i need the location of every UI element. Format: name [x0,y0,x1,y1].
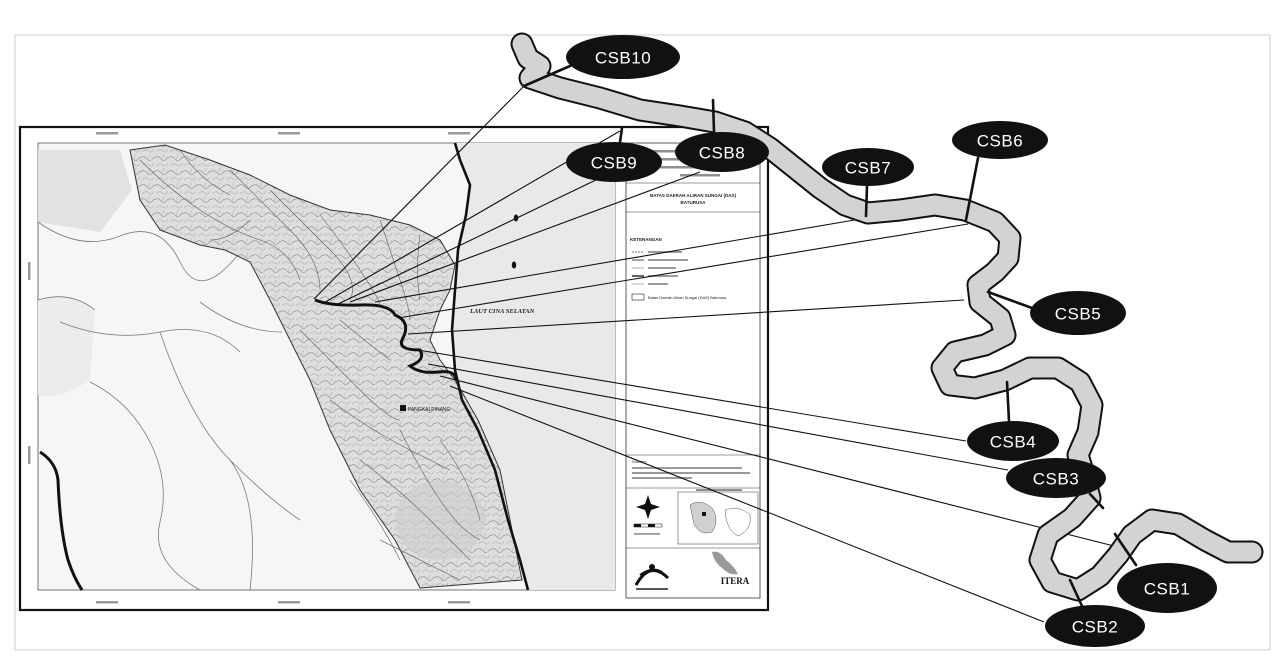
station-label-text: CSB9 [591,154,637,173]
station-badge [675,132,769,172]
land-region-shade [38,296,95,396]
station-label-csb10: CSB10 [566,35,680,79]
legend-title-line1: BATAS DAERAH ALIRAN SUNGAI (DAS) [650,193,736,198]
station-badge [1030,291,1126,335]
leader-csb7 [864,184,869,218]
station-badge [967,421,1059,461]
connector-csb7 [374,217,867,303]
island-silhouette [712,551,738,575]
city-label: PANGKALPINANG [408,407,451,413]
station-label-csb6: CSB6 [952,121,1048,159]
station-leader-lines [522,64,1138,608]
regional-boundaries [37,221,301,591]
station-label-text: CSB5 [1055,305,1101,324]
station-label-csb9: CSB9 [566,142,662,182]
watershed-dense-zone [395,480,485,560]
land-region-shade [38,150,132,232]
connector-csb2 [449,385,1045,623]
legend-title-line2: BATURUSA [681,200,707,205]
connector-csb4 [417,349,967,442]
station-label-text: CSB10 [595,49,651,68]
river-diagram [510,32,1264,602]
coastline-southwest [39,450,84,591]
logo-icon [634,564,670,590]
station-label-text: CSB1 [1144,580,1190,599]
institution-logo-text: ITERA [721,576,750,586]
station-label-csb5: CSB5 [1030,291,1126,335]
leader-csb3 [1088,492,1105,510]
station-label-text: CSB7 [845,159,891,178]
connector-csb8 [349,171,701,303]
station-label-text: CSB3 [1033,470,1079,489]
leader-csb10 [522,64,572,88]
station-connector-lines [313,85,1115,623]
station-badge [952,121,1048,159]
legend-heading: KETERANGAN [630,237,662,242]
connector-csb9b [335,177,601,306]
leader-csb4 [1005,380,1011,423]
island [511,261,517,269]
scale-bar [633,523,663,535]
station-label-text: CSB2 [1072,618,1118,637]
map-legend: BATAS DAERAH ALIRAN SUNGAI (DAS) BATURUS… [625,142,761,599]
coastline [450,142,530,591]
watershed-area [129,144,523,589]
connector-csb6 [397,223,969,319]
station-badge [566,35,680,79]
leader-csb2 [1068,578,1084,608]
north-arrow-icon [636,495,660,519]
station-label-csb3: CSB3 [1006,458,1106,498]
station-badge [1045,605,1145,647]
station-label-csb2: CSB2 [1045,605,1145,647]
station-badge [566,142,662,182]
sea-area [452,143,615,590]
station-label-csb1: CSB1 [1117,563,1217,613]
connector-csb3 [427,363,1009,471]
connector-csb10 [313,85,525,300]
leader-csb6 [964,156,980,222]
station-label-csb4: CSB4 [967,421,1059,461]
station-label-csb7: CSB7 [822,148,914,186]
station-badge [1006,458,1106,498]
connector-csb5 [407,299,965,335]
leader-csb8 [711,98,716,134]
leader-csb9 [618,126,624,144]
river-body [512,34,1262,600]
station-badge [1117,563,1217,613]
connector-csb1 [439,375,1115,547]
station-badge [822,148,914,186]
sea-label: LAUT CINA SELATAN [469,308,535,315]
station-label-text: CSB8 [699,144,745,163]
inset-map [677,489,759,545]
graticule-ticks [28,132,470,604]
legend-watershed-swatch [631,293,645,301]
station-label-csb8: CSB8 [675,132,769,172]
legend-source-text [632,467,750,479]
baturusa-river-map [314,298,458,381]
leader-csb1 [1113,532,1138,567]
station-label-text: CSB6 [977,132,1023,151]
city-marker [400,405,406,411]
leader-csb5 [986,290,1034,310]
legend-watershed-item: Batas Daerah Aliran Sungai (DAS) Baturus… [648,295,727,300]
station-label-text: CSB4 [990,433,1036,452]
